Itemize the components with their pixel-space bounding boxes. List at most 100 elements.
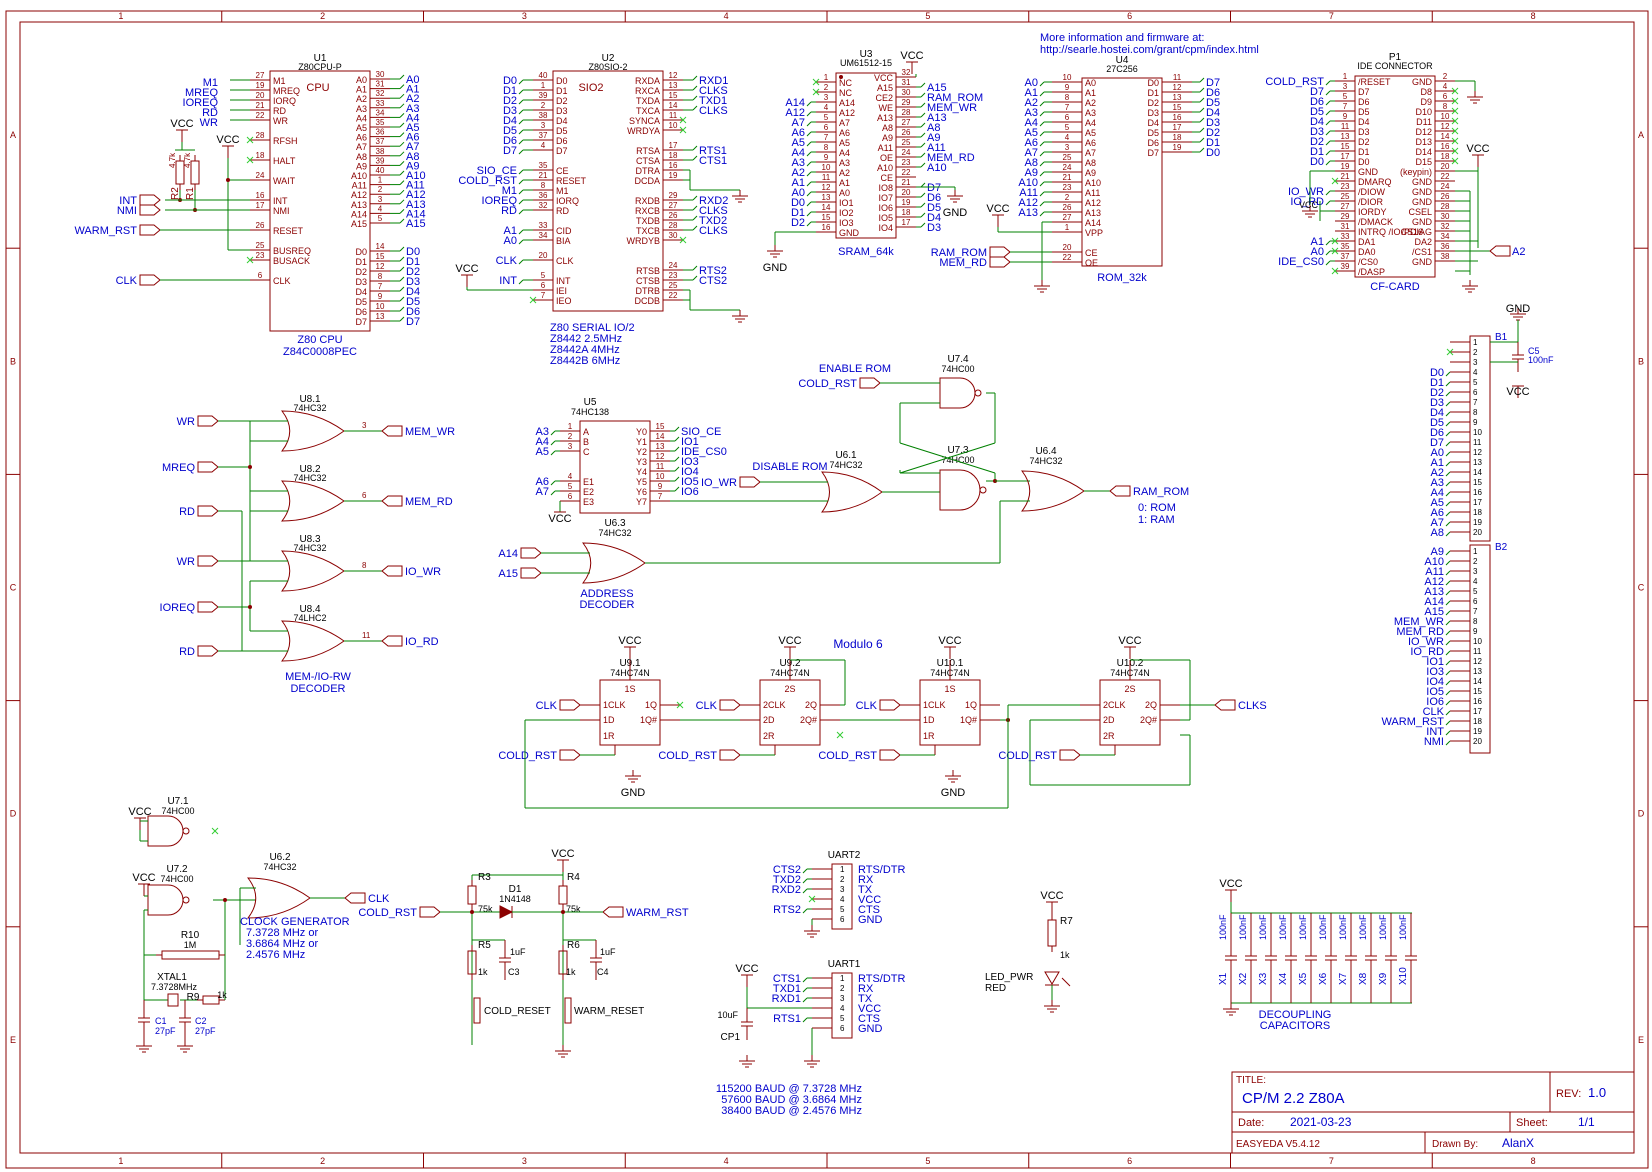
label: 2Q# [1140, 715, 1157, 725]
wire [1451, 107, 1459, 115]
wire [246, 156, 254, 164]
label: 2 [568, 432, 573, 441]
vcc-symbol: VCC [986, 203, 1009, 215]
label: NC [839, 78, 852, 88]
bus-connectors: B1B211A922A1033A1144D0A1255D1A1366D2A147… [1381, 303, 1554, 754]
tool-version: EASYEDA V5.4.12 [1236, 1139, 1320, 1150]
label: 17 [1473, 498, 1482, 507]
label: D5 [556, 126, 568, 136]
label: RD [501, 205, 517, 217]
label: 2 [541, 101, 546, 110]
wire [1445, 630, 1451, 636]
or-gate [280, 480, 345, 522]
wire [1039, 201, 1045, 207]
label: D2 [1310, 136, 1324, 148]
wire [808, 895, 816, 903]
label: 26 [256, 221, 265, 230]
label: D5 [1147, 128, 1159, 138]
rev-value: 1.0 [1588, 1085, 1606, 1100]
label: RXCB [635, 206, 660, 216]
label: TXDA [636, 96, 660, 106]
wire [1325, 130, 1331, 136]
label: 29 [902, 98, 911, 107]
label: A6 [356, 133, 367, 143]
label: 27 [1341, 202, 1350, 211]
warm-reset-button [564, 997, 572, 1024]
label: 100nF [1258, 914, 1268, 940]
wire [812, 88, 820, 96]
label: A15 [1424, 606, 1444, 618]
wire [899, 442, 996, 474]
wire [399, 209, 405, 214]
label: 4.7k [183, 152, 192, 168]
label: 27 [902, 118, 911, 127]
wire [674, 436, 680, 442]
label: CLK [273, 276, 291, 286]
label: A3 [839, 158, 850, 168]
label: 19 [1473, 727, 1482, 736]
wire [1331, 177, 1339, 185]
net-flag-label: IOREQ [160, 602, 196, 614]
label: A7 [406, 141, 419, 153]
wire [550, 450, 556, 456]
label: A1 [1025, 87, 1038, 99]
wire [1445, 511, 1451, 517]
wire [1451, 127, 1459, 135]
label: D2 [1147, 98, 1159, 108]
col-number-bottom: 1 [118, 1156, 123, 1166]
label: 2R [1103, 731, 1115, 741]
wire [1445, 730, 1451, 736]
label: D6 [355, 307, 367, 317]
label: R6 [567, 940, 580, 951]
label: TXCB [636, 226, 660, 236]
label: 25 [256, 241, 265, 250]
label: DA2 [1414, 237, 1432, 247]
row-letter-left: A [10, 130, 16, 140]
wire [1451, 87, 1459, 95]
label: 16 [1173, 113, 1182, 122]
label: 31 [1341, 222, 1350, 231]
net-flag-label: IO_WR [405, 566, 441, 578]
wire [1039, 151, 1045, 157]
gnd-symbol: GND [763, 262, 788, 274]
label: A3 [356, 104, 367, 114]
label: 100nF [1358, 914, 1368, 940]
label: INT [499, 275, 517, 287]
label: IO5 [1426, 686, 1444, 698]
label: 5 [378, 214, 383, 223]
label: 30 [1441, 212, 1450, 221]
label: M1 [273, 76, 286, 86]
label: X9 [1378, 972, 1389, 985]
label: 10 [656, 472, 665, 481]
label: D4 [1147, 118, 1159, 128]
label: IDE_CS0 [681, 446, 727, 458]
label: 11 [669, 111, 678, 120]
label: IEI [556, 286, 567, 296]
wire [399, 256, 405, 262]
label: A12 [839, 108, 855, 118]
label: D7 [1206, 77, 1220, 89]
row-letter-left: B [10, 356, 16, 366]
vcc-symbol: VCC [1219, 878, 1242, 890]
net-flag [197, 645, 219, 657]
wire [802, 868, 808, 874]
wire [806, 121, 812, 127]
label: 6 [1065, 113, 1070, 122]
wire [692, 95, 698, 101]
label: 4 [1065, 133, 1070, 142]
label: 22 [1063, 253, 1072, 262]
net-flag [602, 906, 624, 918]
label: A2 [406, 93, 419, 105]
label: A11 [1019, 187, 1038, 199]
label: 14 [376, 242, 385, 251]
label: Z84C0008PEC [283, 346, 357, 358]
net-flag-label: WR [177, 556, 195, 568]
label: HALT [273, 156, 296, 166]
label: RXD2 [699, 195, 728, 207]
label: 2 [1443, 72, 1448, 81]
vcc-symbol: VCC [1040, 890, 1063, 902]
label: IO_WR [1288, 186, 1324, 198]
wire [518, 129, 524, 135]
wire [1445, 431, 1451, 437]
